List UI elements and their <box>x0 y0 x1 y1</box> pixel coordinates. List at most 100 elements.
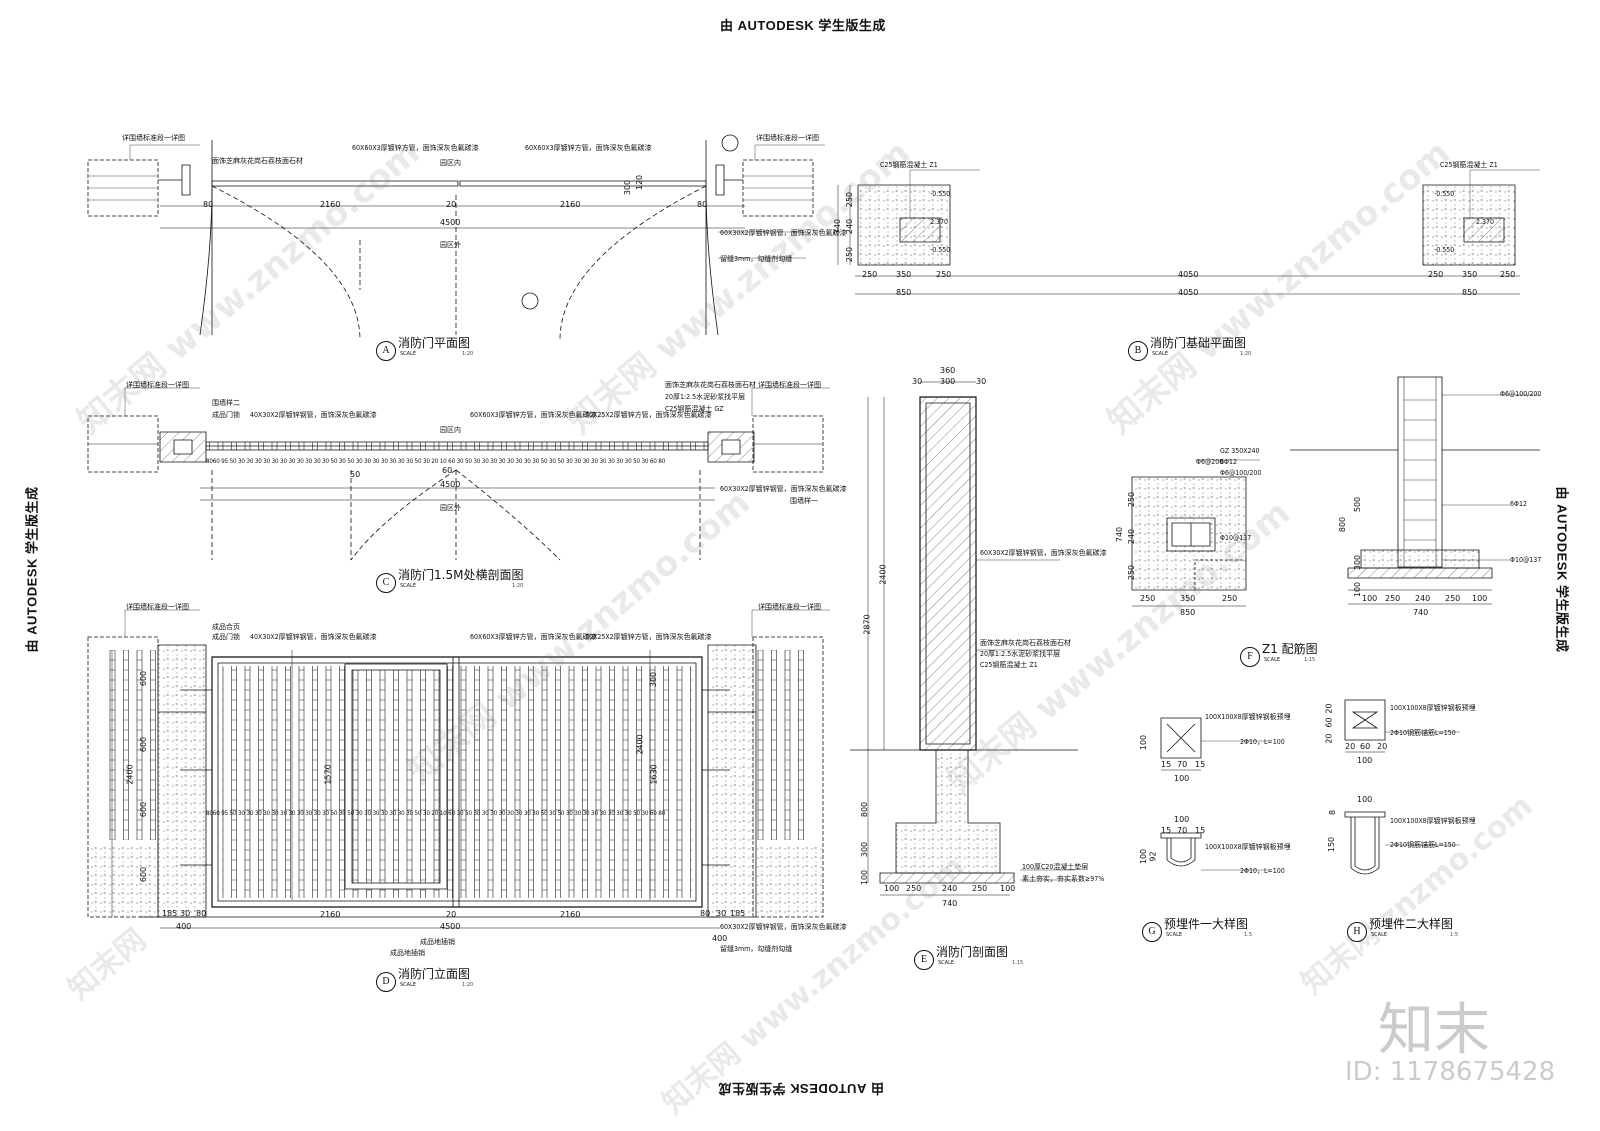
view-d-fence-note-left: 详围墙标准段一详图 <box>126 603 189 611</box>
view-h-plate-note-a: 100X100X8厚镀锌钢板预埋 <box>1390 704 1476 712</box>
view-c-fence-note-left: 详围墙标准段一详图 <box>126 381 189 389</box>
view-d-picket-dims: 8060 95 50 30 30 30 30 30 30 30 30 30 30… <box>206 810 666 817</box>
view-f-rebar-b: 6Φ12 <box>1220 458 1237 466</box>
view-b-dim-4050-b: 4050 <box>1178 288 1199 297</box>
brand-logo: 知末 <box>1378 998 1490 1063</box>
view-c-tube-60x30: 60X30X2厚镀锌钢管，面饰深灰色氟碳漆 <box>720 485 847 493</box>
view-d-scale-label: SCALE <box>400 982 417 988</box>
view-e-dim-100-b: 100 <box>1000 884 1016 893</box>
view-e-compact: 素土夯实，夯实系数≥97% <box>1022 875 1105 883</box>
view-d-tube-50: 50X25X2厚镀锌方管，面饰深灰色氟碳漆 <box>585 633 712 641</box>
view-h-letter: H <box>1347 922 1367 942</box>
view-e-dim-250-a: 250 <box>906 884 922 893</box>
view-d-lock: 成品门锁 <box>212 633 240 641</box>
view-f-dim-100-v: 100 <box>1353 581 1363 598</box>
view-a-scale: 1:20 <box>462 351 474 357</box>
view-a-gate-leaf-right <box>460 181 706 186</box>
view-d-dim-600-c: 600 <box>139 801 149 818</box>
view-d-pillar-left <box>158 645 206 917</box>
view-d-dim-2160-r: 2160 <box>560 910 581 919</box>
view-f-scale: 1:15 <box>1304 657 1316 663</box>
view-b-c25-right: C25钢筋混凝土 Z1 <box>1440 161 1498 169</box>
view-f-dim-100-a: 100 <box>1362 594 1378 603</box>
view-g-anchor-b: 2Φ10，L=100 <box>1240 867 1285 875</box>
view-f-footing-elev <box>1361 550 1479 568</box>
view-b-elev-d: -0.550 <box>1434 190 1455 198</box>
view-c-fence-note-right: 详围墙标准段一详图 <box>758 381 821 389</box>
view-d-dim-400-r: 400 <box>712 934 728 943</box>
view-g-dim-15-r: 15 <box>1195 760 1206 769</box>
view-b-title: 消防门基础平面图 <box>1150 336 1247 350</box>
view-d-bolt: 成品地插销 <box>420 938 455 946</box>
view-f-rebar-f: 6Φ12 <box>1510 500 1527 508</box>
view-d-dim-300: 300 <box>649 671 659 688</box>
view-e-letter: E <box>914 950 934 970</box>
view-c-mortar: 20厚1:2.5水泥砂浆找平层 <box>665 393 746 401</box>
view-e-dim-360: 360 <box>940 366 956 375</box>
view-d-scale: 1:20 <box>462 982 474 988</box>
view-f-scale-label: SCALE <box>1264 657 1281 663</box>
view-d-tube-60: 60X60X3厚镀锌方管，面饰深灰色氟碳漆 <box>470 633 597 641</box>
view-h-dim-8: 8 <box>1328 809 1338 816</box>
view-c-picket-dims: 8060 95 50 30 30 30 30 30 30 30 30 30 30… <box>206 458 666 465</box>
view-g-dim-100-v2: 100 <box>1139 848 1149 865</box>
view-d-dim-2400-l: 2400 <box>125 764 135 785</box>
view-d-dim-80-r: 80 <box>700 909 711 918</box>
view-b-scale: 1:20 <box>1240 351 1252 357</box>
view-h-scale-label: SCALE <box>1371 932 1388 938</box>
view-c-scale-label: SCALE <box>400 583 417 589</box>
view-h-dim-20-v2: 20 <box>1324 733 1334 744</box>
view-c-title: 消防门1.5M处横剖面图 <box>398 568 524 582</box>
view-g-plate-section <box>1161 833 1201 838</box>
view-f-dim-740-b: 740 <box>1413 608 1429 617</box>
view-g-dim-15-t: 15 <box>1161 826 1172 835</box>
view-g-dim-92: 92 <box>1148 851 1158 862</box>
view-f-dim-350: 350 <box>1180 594 1196 603</box>
view-d-dim-185-l: 185 <box>162 909 178 918</box>
view-f-dim-240: 240 <box>1415 594 1431 603</box>
view-f-gz: GZ 350X240 <box>1220 447 1260 455</box>
view-g-dim-100-top: 100 <box>1174 815 1190 824</box>
view-c-fence-one: 围墙样一 <box>790 497 818 505</box>
view-g-dim-15-l: 15 <box>1161 760 1172 769</box>
view-f-dim-800: 800 <box>1338 516 1348 533</box>
view-e-c25: C25钢筋混凝土 Z1 <box>980 661 1038 669</box>
view-f-dim-250-d: 250 <box>1445 594 1461 603</box>
view-c-tube-40: 40X30X2厚镀锌钢管，面饰深灰色氟碳漆 <box>250 411 377 419</box>
brand-id: ID: 1178675428 <box>1345 1057 1556 1087</box>
view-d-dim-30-l: 30 <box>180 909 191 918</box>
view-h-dim-20-b: 20 <box>1377 742 1388 751</box>
view-d-dim-80-l: 80 <box>196 909 207 918</box>
view-b-elev-a: -0.550 <box>930 190 951 198</box>
view-d-pillar-right <box>708 645 756 917</box>
view-h-plate-section <box>1345 812 1385 817</box>
view-f-dim-250-c: 250 <box>1385 594 1401 603</box>
view-e-scale: 1:15 <box>1012 960 1024 966</box>
view-e-dim-2400: 2400 <box>878 564 888 585</box>
view-e-dim-740: 740 <box>942 899 958 908</box>
view-b-dim-350-a: 350 <box>896 270 912 279</box>
view-d-dim-1630: 1630 <box>649 764 659 785</box>
view-h-plate-note-b: 100X100X8厚镀锌钢板预埋 <box>1390 817 1476 825</box>
view-a-title: 消防门平面图 <box>398 336 471 350</box>
view-b-elev-c: -0.550 <box>930 246 951 254</box>
view-b-dim-4050-a: 4050 <box>1178 270 1199 279</box>
view-b-c25-left: C25钢筋混凝土 Z1 <box>880 161 938 169</box>
view-c-c25: C25钢筋混凝土 GZ <box>665 405 724 413</box>
view-a-dim-300: 300 <box>623 179 633 196</box>
view-g-dim-70: 70 <box>1177 760 1188 769</box>
view-g-plate-plan <box>1161 718 1201 758</box>
view-f-letter: F <box>1240 647 1260 667</box>
view-b-elev-f: -0.550 <box>1434 246 1455 254</box>
view-b-elev-b: 2.370 <box>930 218 949 226</box>
view-f-rebar-g: Φ10@137 <box>1510 556 1542 564</box>
view-f-dim-300: 300 <box>1353 554 1363 571</box>
view-d-gate-frame <box>212 657 702 907</box>
view-f-rebar-d: Φ10@137 <box>1220 534 1252 542</box>
view-e-column <box>920 397 976 750</box>
view-d-dim-600-a: 600 <box>139 670 149 687</box>
view-d-dim-600-b: 600 <box>139 736 149 753</box>
view-g-plate-note-a: 100X100X8厚镀锌钢板预埋 <box>1205 713 1291 721</box>
header-top-text: 由 AUTODESK 学生版生成 <box>720 18 886 33</box>
